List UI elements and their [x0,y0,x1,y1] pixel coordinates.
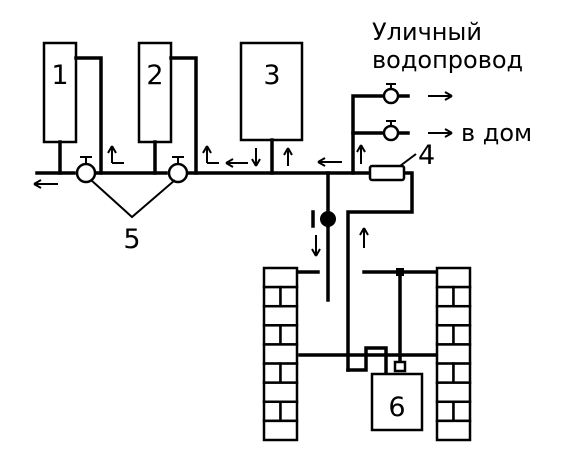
main-pipe [35,171,414,372]
brick [279,324,299,346]
brick [279,400,299,423]
water-meter: 4 [368,140,435,182]
arrow-left-icon [225,158,248,168]
flow-arrows [33,91,453,257]
brick [452,285,472,308]
brick [435,381,472,404]
well: 6 [295,268,439,432]
check-valve-icon [320,211,336,227]
valves-label: 5 [123,224,140,255]
brick [435,324,455,346]
brick [262,285,282,308]
street-water-label-1: Уличный [372,18,482,46]
brick-wall-right [435,266,472,442]
tank-connections [58,56,274,175]
brick [279,285,299,308]
arrow-up-icon [283,147,293,166]
arrow-right-icon [428,128,453,138]
brick [262,304,299,327]
brick [452,324,472,346]
valve-icon [75,162,97,184]
arrow-up-icon [202,145,219,164]
tank-2: 2 [137,41,173,144]
brick [279,362,299,384]
brick [435,362,455,384]
brick [262,400,282,423]
tank-3-label: 3 [263,60,280,91]
brick [435,419,472,442]
valve-icon [382,124,400,142]
brick [262,381,299,404]
brick [435,304,472,327]
arrow-up-icon [107,145,124,164]
tank-2-label: 2 [146,60,163,91]
valve-icon [167,162,189,184]
arrow-up-icon [356,144,366,164]
brick-wall-left [262,266,299,442]
brick [262,419,299,442]
brick [262,324,282,346]
valve-5a [75,156,97,184]
brick [435,400,455,423]
brick [262,266,299,289]
valves-leader: 5 [90,179,176,255]
brick [452,362,472,384]
brick [435,285,455,308]
valve-icon [382,87,400,105]
tank-1: 1 [42,41,78,144]
to-house-label: в дом [461,119,532,147]
arrow-right-icon [428,91,453,101]
arrow-left-icon [317,157,342,167]
meter-label: 4 [418,140,435,171]
pump-label: 6 [388,392,405,423]
brick [435,266,472,289]
brick [452,400,472,423]
arrow-down-icon [311,235,321,257]
valve-5b [167,156,189,184]
well-riser [311,171,336,302]
brick [262,362,282,384]
tank-1-label: 1 [51,60,68,91]
brick [262,343,299,365]
brick [435,343,472,365]
street-water-label-2: водопровод [372,46,523,74]
tank-3: 3 [239,41,304,142]
street-supply-branch [351,83,410,175]
arrow-down-icon [251,148,261,167]
arrow-up-icon [359,227,369,248]
